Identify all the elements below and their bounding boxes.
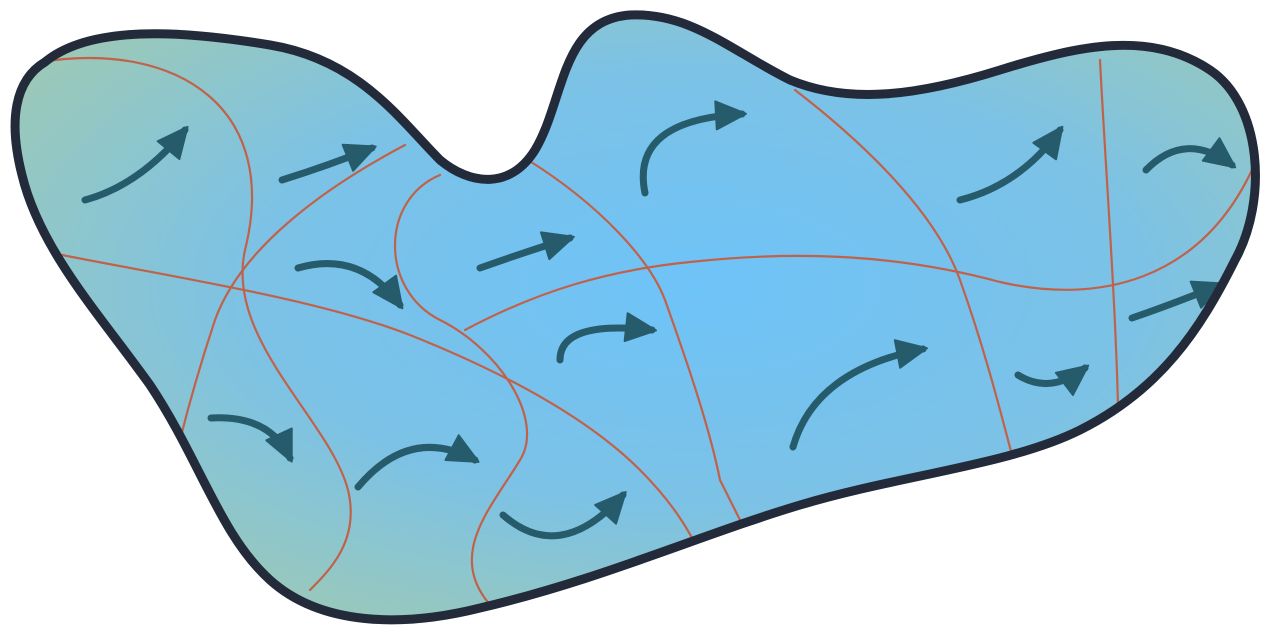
coordinate-curves: [38, 57, 1254, 617]
arrow-head: [444, 434, 480, 463]
flow-arrow-14: [1142, 137, 1237, 174]
arrow-head: [714, 100, 747, 131]
flow-arrow-1: [81, 125, 189, 204]
coordinate-curve-4: [526, 158, 752, 542]
flow-arrow-3: [294, 260, 404, 310]
flow-arrows: [81, 100, 1237, 540]
flow-arrow-9: [499, 491, 627, 540]
flow-arrow-7: [207, 414, 294, 463]
arrow-head: [540, 231, 575, 261]
coordinate-curve-5: [793, 88, 1014, 457]
flow-arrow-8: [354, 434, 480, 491]
coordinate-curve-7: [60, 253, 702, 557]
flow-arrow-10: [789, 339, 928, 451]
arrow-head: [893, 339, 928, 369]
flow-arrow-4: [476, 231, 575, 272]
coordinate-curve-1: [38, 57, 352, 592]
arrow-head: [1201, 137, 1237, 169]
arrow-head: [1054, 364, 1090, 396]
arrow-head: [1032, 125, 1064, 161]
arrow-head: [594, 491, 627, 525]
flow-arrow-6: [556, 312, 657, 364]
region-outline: [10, 10, 1260, 625]
flow-arrow-5: [639, 100, 747, 197]
arrow-head: [156, 125, 189, 160]
arrow-head: [623, 312, 657, 343]
flow-arrow-12: [1014, 364, 1090, 396]
flow-arrow-11: [956, 125, 1064, 204]
flow-arrow-2: [278, 143, 377, 184]
arrow-head: [341, 143, 377, 172]
arrow-head: [265, 427, 293, 463]
coordinate-curve-2: [178, 143, 407, 442]
coordinate-curve-3: [394, 173, 529, 617]
coordinate-curve-8: [463, 168, 1254, 332]
arrow-head: [372, 274, 404, 310]
coordinate-curve-6: [1098, 58, 1120, 407]
